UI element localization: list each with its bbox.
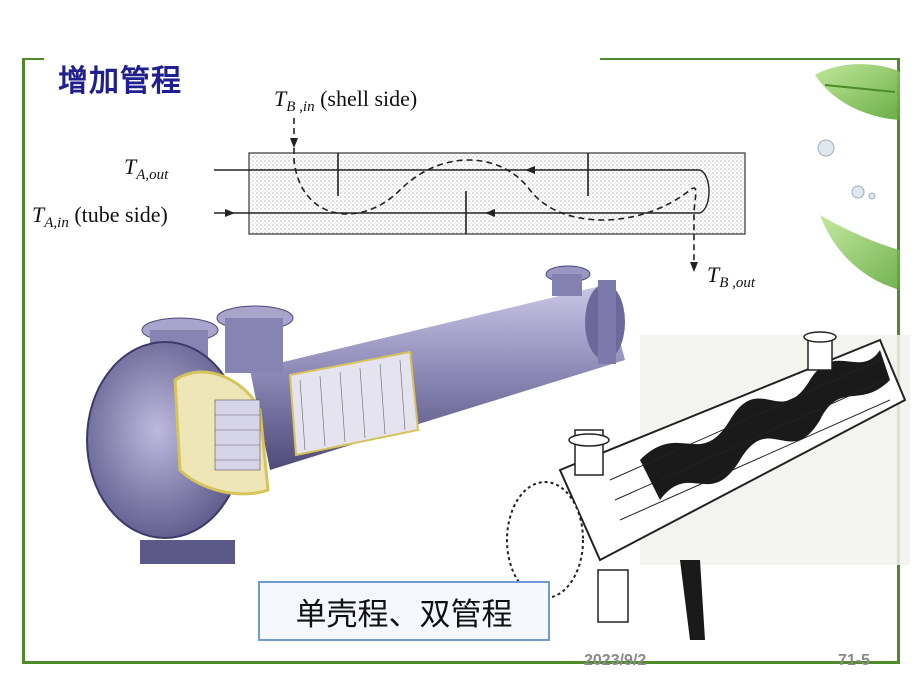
caption-text: 单壳程、双管程 xyxy=(295,596,513,633)
heat-exchanger-photo xyxy=(86,265,625,564)
leaf-decoration xyxy=(815,64,900,290)
caption-box: 单壳程、双管程 xyxy=(258,581,550,641)
shell-tube-schematic xyxy=(214,118,746,272)
t-a-in-subscript: A,in xyxy=(44,215,69,231)
label-t-b-in: TB ,in (shell side) xyxy=(274,86,417,116)
label-t-a-in: TA,in (tube side) xyxy=(32,202,168,232)
label-t-b-out: TB ,out xyxy=(707,262,755,292)
t-a-in-note: (tube side) xyxy=(74,202,168,227)
t-b-in-symbol: T xyxy=(274,86,287,111)
t-a-out-symbol: T xyxy=(124,154,137,179)
t-b-out-symbol: T xyxy=(707,262,720,287)
slide-title: 增加管程 xyxy=(58,64,182,99)
frame-left xyxy=(22,58,25,664)
label-t-a-out: TA,out xyxy=(124,154,168,184)
t-b-in-note: (shell side) xyxy=(320,86,418,111)
t-b-in-subscript: B ,in xyxy=(286,99,315,115)
t-a-out-subscript: A,out xyxy=(136,167,169,183)
frame-top-right xyxy=(600,58,900,60)
footer-date: 2023/9/2 xyxy=(584,652,647,669)
t-b-out-subscript: B ,out xyxy=(719,275,756,291)
frame-top-left xyxy=(22,58,44,60)
cutaway-sketch xyxy=(506,331,910,640)
t-a-in-symbol: T xyxy=(32,202,45,227)
frame-bottom xyxy=(22,661,900,664)
page-number: 71-5 xyxy=(838,652,871,669)
